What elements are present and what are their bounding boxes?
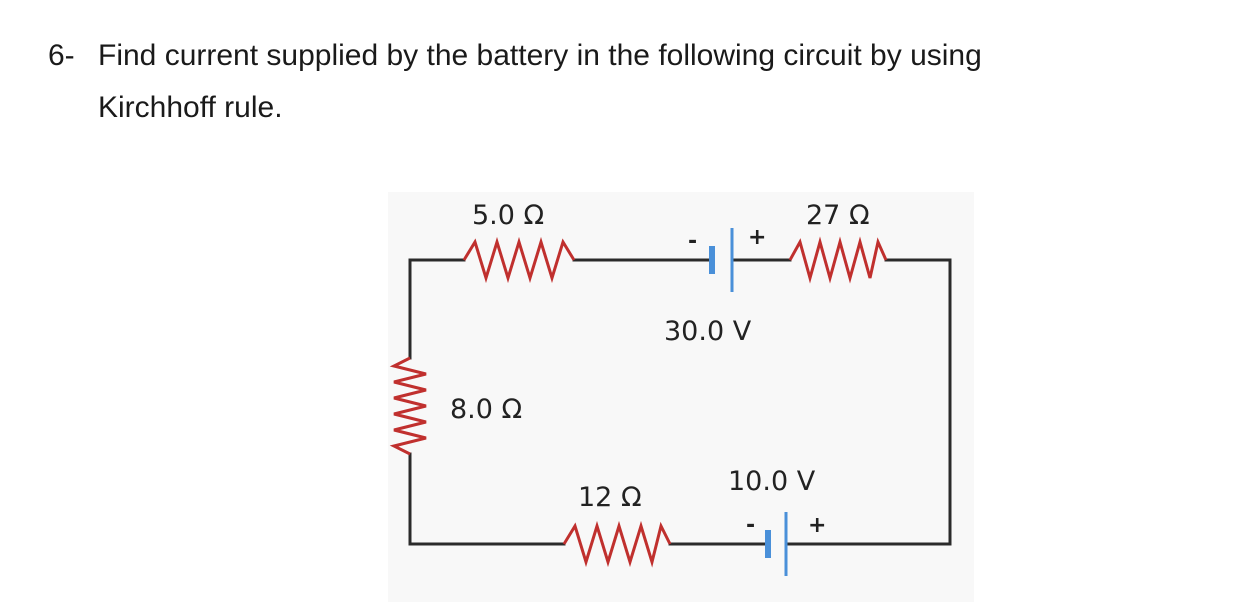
battery-bottom-icon (765, 512, 788, 576)
resistor-top-left-icon (462, 236, 576, 284)
resistor-bottom-icon (562, 520, 672, 568)
battery-top-plus-sign: + (748, 225, 766, 250)
question-number: 6- (48, 39, 75, 72)
question-line-2: Kirchhoff rule. (98, 91, 283, 124)
resistor-left-label: 8.0 Ω (450, 394, 522, 425)
circuit-diagram: 5.0 Ω 27 Ω 8.0 Ω 12 Ω 30.0 V 10.0 V - + … (388, 192, 974, 602)
resistor-top-left-label: 5.0 Ω (472, 200, 544, 231)
resistor-top-right-icon (788, 236, 888, 284)
wire-top-right (884, 258, 952, 546)
battery-top-label: 30.0 V (664, 316, 752, 347)
question-line-1: Find current supplied by the battery in … (98, 39, 982, 72)
resistor-top-right-label: 27 Ω (806, 200, 870, 231)
battery-bottom-label: 10.0 V (728, 466, 816, 497)
battery-top-minus-sign: - (688, 229, 697, 254)
battery-top-icon (709, 228, 734, 292)
circuit-svg: 5.0 Ω 27 Ω 8.0 Ω 12 Ω 30.0 V 10.0 V - + … (388, 192, 974, 602)
resistors (389, 236, 888, 568)
question-text: 6- Find current supplied by the battery … (48, 30, 1228, 134)
resistor-left-icon (389, 356, 427, 456)
circuit-wires (408, 258, 952, 546)
battery-bottom-plus-sign: + (808, 513, 826, 538)
resistor-bottom-label: 12 Ω (578, 482, 642, 513)
battery-bottom-minus-sign: - (746, 513, 755, 538)
